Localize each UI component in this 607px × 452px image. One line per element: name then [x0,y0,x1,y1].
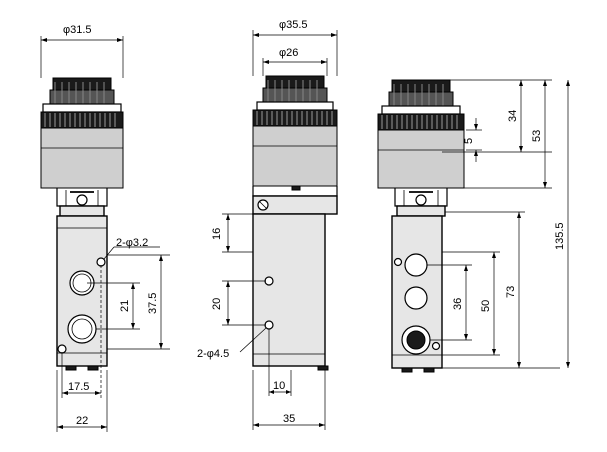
left-dimensions [40,36,170,432]
left-dim-21: 21 [119,300,131,312]
right-view: 34 53 5 135.5 36 50 73 [377,79,570,373]
right-dimensions [416,79,570,369]
right-dim-5: 5 [463,138,475,144]
right-dim-50: 50 [480,300,492,312]
left-dim-37-5: 37.5 [147,293,159,314]
middle-inner-dia: φ26 [279,47,298,59]
middle-view: φ35.5 φ26 16 20 2-φ4.5 10 35 [197,19,338,430]
right-dim-135-5: 135.5 [554,222,566,250]
middle-holes-label: 2-φ4.5 [197,348,229,360]
right-dim-34: 34 [507,110,519,122]
middle-knob [252,75,338,187]
right-dim-73: 73 [505,286,517,298]
left-dim-22: 22 [76,415,88,427]
middle-neck [252,185,338,215]
right-dim-36: 36 [452,298,464,310]
left-top-dia: φ31.5 [63,24,92,36]
middle-dimensions [222,30,338,430]
right-dim-53: 53 [531,130,543,142]
left-valve-body [56,215,108,371]
left-dim-17-5: 17.5 [68,381,89,393]
right-valve-body [391,215,443,373]
right-knob [377,79,465,189]
middle-dim-35: 35 [283,413,295,425]
left-view: φ31.5 2-φ3.2 21 37.5 17.5 22 [40,24,170,432]
middle-dim-20: 20 [211,298,223,310]
right-neck [394,188,448,217]
left-knob [40,77,124,189]
middle-top-dia: φ35.5 [279,19,308,31]
left-holes-label: 2-φ3.2 [116,237,148,249]
middle-dim-10: 10 [273,380,285,392]
middle-valve-body [252,213,329,371]
middle-dim-16: 16 [211,228,223,240]
left-neck [56,188,108,217]
